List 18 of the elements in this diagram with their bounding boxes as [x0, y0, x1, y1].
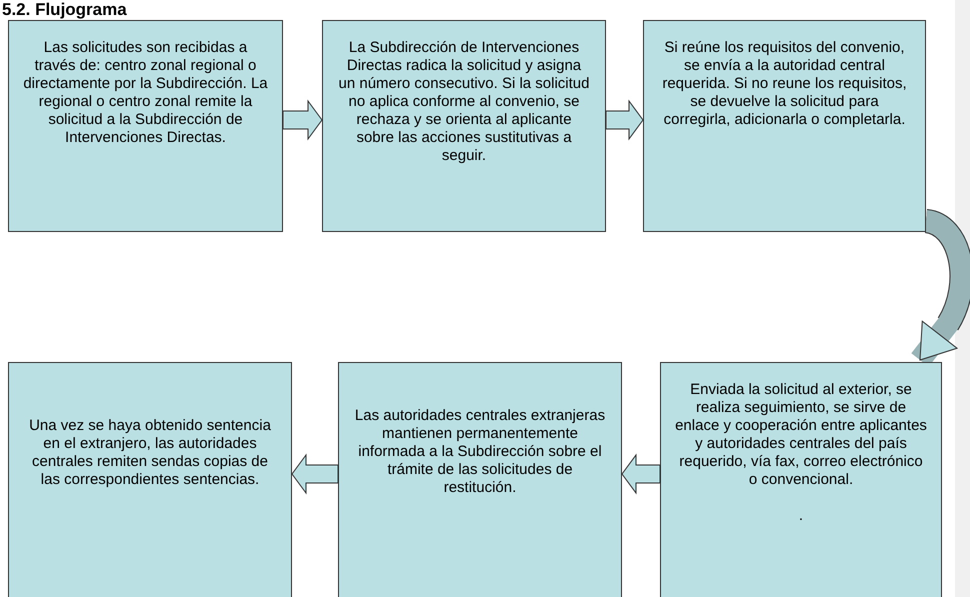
block-arrow [282, 99, 323, 141]
process-box [660, 362, 942, 597]
step-text: Las solicitudes son recibidas a través de: centro zonal regional o directamente por la Subdirección. La regional o centro zonal remite la solicitud a la Subdirección de Intervenciones Directas. [23, 39, 268, 147]
process-box [338, 362, 622, 597]
step-text: Las autoridades centrales extranjeras mantienen permanentemente informada a la Subdirección sobre el trámite de las solicitudes de restitución. [354, 407, 606, 497]
process-box [322, 20, 606, 232]
process-box [8, 362, 292, 597]
step-text: Enviada la solicitud al exterior, se realiza seguimiento, se sirve de enlace y cooperación entre aplicantes y autoridades centrales del país requerido, vía fax, correo electrónico o convencional. [675, 381, 927, 489]
block-arrow [621, 453, 660, 495]
process-box [643, 20, 926, 232]
title: 5.2. Flujograma [2, 0, 127, 19]
block-arrow [291, 453, 338, 495]
step-text: Si reúne los requisitos del convenio, se envía a la autoridad central requerida. Si no reune los requisitos, se devuelve la solicitud para corregirla, adicionarla o completarla. [661, 39, 908, 129]
step-text: . [798, 507, 804, 525]
process-box [8, 20, 283, 232]
block-arrow [606, 99, 644, 141]
step-text: La Subdirección de Intervenciones Directas radica la solicitud y asigna un número consecutivo. Si la solicitud no aplica conforme al convenio, se rechaza y se orienta al aplicante sobre las acciones sustitutivas a seguir. [338, 39, 590, 165]
step-text: Una vez se haya obtenido sentencia en el extranjero, las autoridades centrales remiten sendas copias de las correspondientes sentencias. [28, 417, 272, 489]
